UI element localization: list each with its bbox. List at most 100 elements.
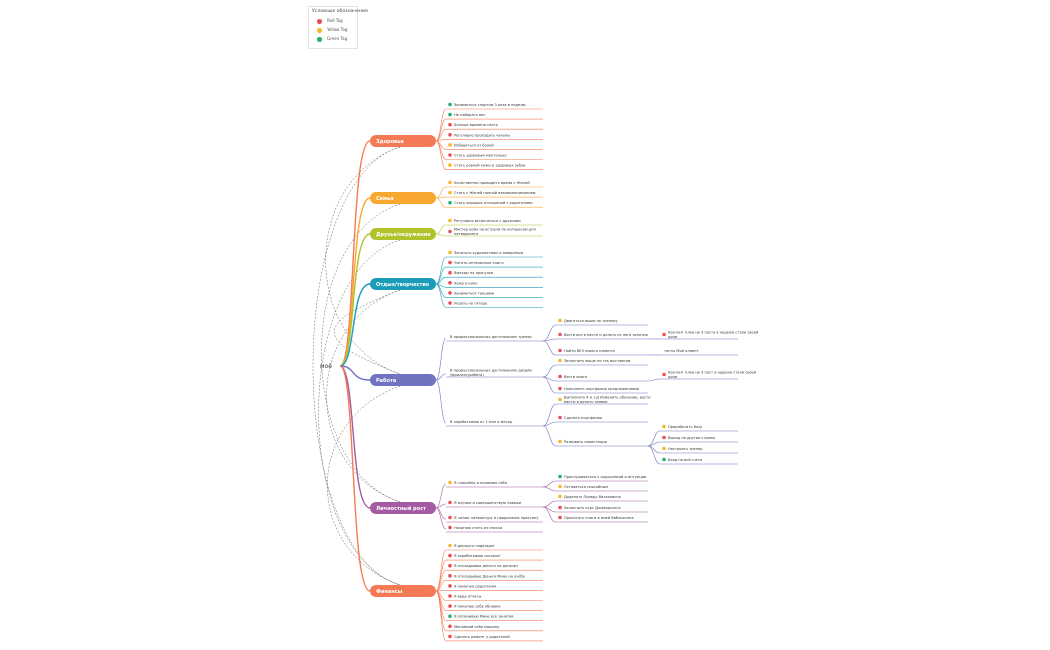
topic-item[interactable]: Стать с Женей полной взаимопониманием — [446, 190, 543, 198]
subtopic-item[interactable]: Развивать инвестиции — [556, 439, 648, 447]
connector — [542, 403, 557, 427]
connector — [435, 197, 447, 208]
yellow-tag-icon — [662, 424, 666, 429]
subtopic-item[interactable]: Выход на другие страны — [660, 435, 738, 443]
topic-item[interactable]: Избавиться от болей — [446, 143, 543, 150]
subtopic-item[interactable]: Прислушиваться к ощущениям и интуиции — [556, 474, 648, 482]
topic-item[interactable]: В зарабатываю от 1 млн в месяцВыполнить … — [446, 396, 738, 465]
red-tag-icon — [558, 386, 562, 391]
topic-item[interactable]: В профессиональных достижениях тренерДви… — [446, 318, 759, 356]
topic-item[interactable]: Хожу в кино — [446, 281, 543, 288]
connector — [542, 486, 557, 492]
topic-item[interactable]: Я помогаю родителям — [446, 584, 543, 591]
topic-item[interactable]: Больше времени спать — [446, 122, 543, 130]
item-label: Заняться художеством и акварелью — [454, 251, 523, 255]
topic-item[interactable]: Играть на гитаре — [446, 301, 543, 308]
subtopic-item[interactable]: Доделать Правду Валькевича — [556, 494, 648, 502]
topic-item[interactable]: Заняться художеством и акварелью — [446, 250, 543, 258]
subtopic-item[interactable]: Выполнить 4 и +Д Изменить обучение, вест… — [556, 396, 651, 405]
topic-item[interactable]: Я зарабатываю сколько! — [446, 553, 543, 561]
item-label: Вход на всё счета — [668, 458, 702, 462]
yellow-tag-icon — [448, 250, 452, 255]
connector — [542, 506, 557, 523]
topic-item[interactable]: Сделать ремонт у родителей — [446, 634, 543, 642]
subtopic-item[interactable]: Сделать портфолио — [556, 415, 648, 423]
topic-item[interactable]: Я откладываю Деньги Мине на учёбу — [446, 574, 543, 581]
topic-item[interactable]: Заниматься спортом 3 раза в неделю — [446, 102, 543, 110]
green-tag-icon — [317, 37, 322, 42]
topic-item[interactable]: В профессиональных достижениях дизайн(фр… — [446, 358, 757, 394]
topic-item[interactable]: Регулярно проходить чекапы — [446, 133, 543, 140]
topic-item[interactable]: Выезды на прогулки — [446, 270, 543, 278]
subtopic-item[interactable]: Оставаться спокойным — [556, 484, 648, 492]
yellow-tag-icon — [448, 190, 452, 195]
branch-node[interactable] — [370, 192, 436, 204]
topic-item[interactable]: Не набирать вес — [446, 112, 543, 120]
topic-item[interactable]: Меняемой себе машину — [446, 624, 543, 632]
root-node[interactable]: моё — [320, 363, 332, 370]
topic-item[interactable]: Я покупаю себе обновки — [446, 604, 543, 611]
branch-line — [339, 365, 371, 592]
topic-item[interactable]: Заниматься танцами — [446, 291, 543, 298]
topic-item[interactable]: Я спокойна и понимаю себяПрислушиваться … — [446, 474, 648, 492]
relation-line — [318, 239, 401, 586]
red-tag-icon — [558, 505, 562, 510]
topic-item[interactable]: Стать ровной кожи и здоровых зубов — [446, 163, 543, 170]
branch-node[interactable] — [370, 374, 436, 386]
subtopic-item[interactable]: Найти ВЕЗ нового клиента — [556, 348, 648, 356]
red-tag-icon — [448, 515, 452, 520]
subtopic-item[interactable]: Контент план на 3 поста в неделю стали с… — [660, 331, 759, 340]
subtopic-item[interactable]: Заполнить выше по тэк выставкам — [556, 358, 648, 366]
topic-item[interactable]: Я изучаю и совершенствую навыкиДоделать … — [446, 494, 648, 523]
subtopic-item[interactable]: Наполнить портфолио предложениями — [556, 386, 648, 394]
subtopic-item[interactable]: Вести все в месте и делать из него занят… — [556, 332, 648, 340]
branch-node[interactable] — [370, 585, 436, 597]
topic-item[interactable]: Я держусь подальше — [446, 543, 543, 551]
yellow-tag-icon — [558, 397, 562, 402]
item-label: Найти ВЕЗ нового клиента — [564, 349, 615, 353]
branch-node[interactable] — [370, 502, 436, 514]
branch-line — [339, 140, 371, 367]
topic-item[interactable]: Я веду отчеты — [446, 594, 543, 601]
item-label: Выезды на прогулки — [454, 271, 494, 275]
topic-item[interactable]: Стать хороших отношений с родителями — [446, 200, 543, 208]
topic-item[interactable]: Я откладываю деньги на депозит — [446, 563, 543, 571]
item-label: Сделать ремонт у родителей — [454, 635, 510, 639]
subtopic-item[interactable]: Вести иного — [556, 374, 648, 382]
subtopic-item[interactable]: Заполнить курс Джавадского — [556, 505, 648, 513]
branch-node[interactable] — [370, 228, 436, 240]
topic-item[interactable]: Качественно проводить время с Женей — [446, 180, 543, 188]
connector — [435, 140, 447, 170]
item-label: Развивать инвестиции — [564, 440, 608, 444]
subtopic-item[interactable]: Проработать базу — [660, 424, 738, 432]
branch-label: Семья — [376, 196, 394, 202]
topic-item[interactable]: Я читаю литературу и продолжаю практику — [446, 515, 543, 523]
topic-item[interactable]: Регулярно встречаться с друзьями — [446, 218, 543, 226]
branch-node[interactable] — [370, 278, 436, 290]
subtopic-item[interactable]: тесты Мой клиент — [660, 349, 738, 356]
item-label: Проработать базу — [668, 425, 703, 429]
item-label: Заниматься спортом 3 раза в неделю — [454, 103, 526, 107]
item-label: Оставаться спокойным — [564, 485, 608, 489]
item-label: Контент план на 3 поста в неделю стали с… — [668, 331, 759, 340]
subtopic-item[interactable]: Двигаться выше по тренеру — [556, 318, 648, 326]
topic-item[interactable]: Начинаю стать из списка — [446, 525, 543, 533]
topic-item[interactable]: Стать здоровым ментально — [446, 153, 543, 160]
subtopic-item[interactable]: Настроить тренер — [660, 446, 738, 454]
topic-item[interactable]: Читать интересные книги — [446, 260, 543, 268]
subtopic-item[interactable]: Прочитать книги в моей библиотеке — [556, 515, 648, 523]
subtopic-item[interactable]: Контент план на 3 пост в неделю стали св… — [660, 371, 757, 380]
topic-item[interactable]: Я оплачиваю Мине всё занятия — [446, 614, 543, 622]
branch-node[interactable] — [370, 135, 436, 147]
subtopic-item[interactable]: Вход на всё счета — [660, 457, 738, 465]
connector — [542, 376, 557, 394]
connector — [435, 590, 447, 632]
